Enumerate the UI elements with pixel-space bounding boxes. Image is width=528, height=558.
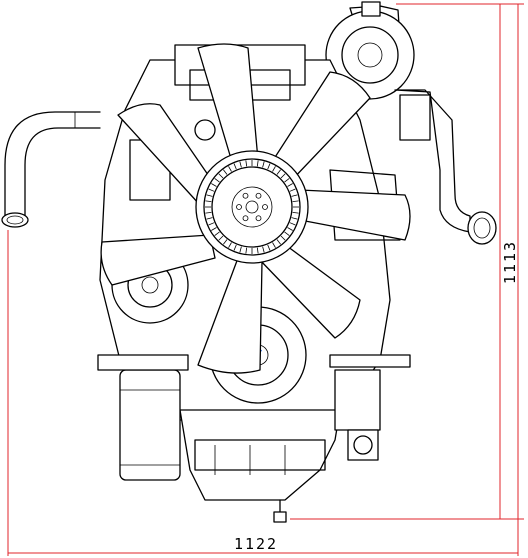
right-fittings	[329, 354, 411, 461]
hub-tooth	[289, 222, 296, 226]
hub-tooth	[256, 160, 259, 167]
hub-bolt-hole	[236, 204, 242, 210]
hub-tooth	[267, 163, 271, 170]
hub-tooth	[280, 235, 286, 241]
hub-tooth	[228, 242, 232, 248]
hub-tooth	[272, 242, 276, 248]
hub-tooth	[218, 235, 224, 241]
hub-tooth	[233, 163, 237, 170]
hub-tooth	[206, 194, 213, 197]
oil-filter	[97, 354, 189, 481]
dimension-lines	[7, 3, 524, 556]
hub-tooth	[291, 217, 298, 220]
hub-bolt-hole	[255, 215, 262, 222]
left-coolant-pipe	[1, 111, 101, 228]
hub-tooth	[214, 231, 220, 236]
hub-tooth	[262, 161, 265, 168]
hub-tooth	[205, 200, 212, 203]
hub-tooth	[211, 183, 217, 187]
hub-tooth	[228, 166, 232, 172]
hub-tooth	[245, 160, 248, 167]
hub-tooth	[287, 227, 293, 231]
hub-tooth	[206, 217, 213, 220]
hub-tooth	[287, 183, 293, 187]
hub-tooth	[284, 178, 290, 183]
right-intake-pipe	[394, 89, 497, 245]
hub-tooth	[218, 173, 224, 179]
hub-tooth	[211, 227, 217, 231]
hub-tooth	[262, 246, 265, 253]
hub-tooth	[208, 222, 215, 226]
hub-bolt-hole	[242, 192, 249, 199]
hub-tooth	[292, 211, 299, 214]
hub-tooth	[233, 244, 237, 251]
hub-tooth	[291, 194, 298, 197]
hub-tooth	[267, 244, 271, 251]
hub-tooth	[239, 246, 242, 253]
hub-tooth	[208, 188, 215, 192]
hub-tooth	[223, 239, 228, 245]
hub-tooth	[223, 169, 228, 175]
cooling-fan-icon	[100, 43, 411, 374]
hub-tooth	[245, 247, 248, 254]
hub-tooth	[239, 161, 242, 168]
hub-tooth	[256, 247, 259, 254]
hub-tooth	[292, 200, 299, 203]
hub-bolt-hole	[242, 215, 249, 222]
hub-tooth	[280, 173, 286, 179]
width-dimension-label: 1122	[234, 535, 278, 553]
hub-tooth	[284, 231, 290, 236]
hub-bolt-hole	[262, 204, 268, 210]
hub-bolt-hole	[255, 192, 262, 199]
hub-tooth	[272, 166, 276, 172]
hub-tooth	[289, 188, 296, 192]
hub-tooth	[276, 169, 281, 175]
hub-tooth	[205, 211, 212, 214]
height-dimension-label: 1113	[501, 240, 519, 284]
oil-pan	[179, 409, 341, 523]
hub-tooth	[214, 178, 220, 183]
hub-tooth	[276, 239, 281, 245]
